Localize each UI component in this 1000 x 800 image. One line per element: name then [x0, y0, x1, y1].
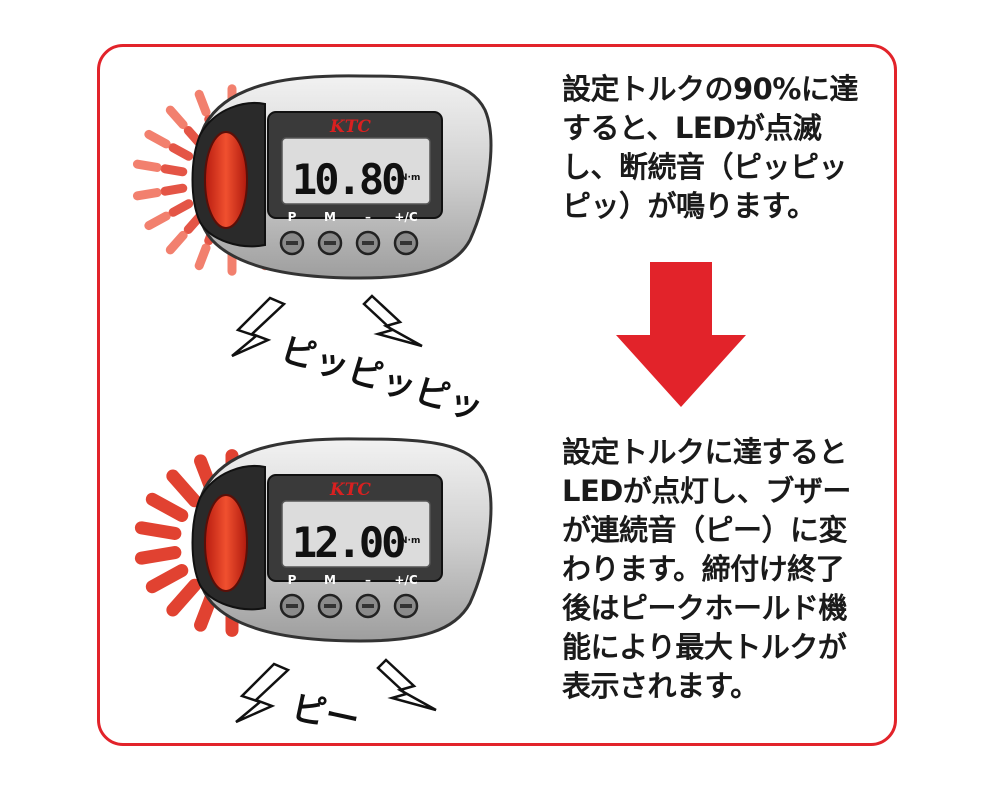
- led-ray: [194, 243, 211, 271]
- description-line: わります。締付け終了: [562, 552, 845, 586]
- led-ray: [194, 89, 211, 117]
- led-ray: [168, 143, 194, 161]
- button-label: +/C: [394, 573, 417, 587]
- led-ray: [166, 469, 202, 508]
- button-mark: [362, 604, 374, 608]
- button-mark: [400, 604, 412, 608]
- description-line: 後はピークホールド機: [562, 591, 848, 625]
- description-top: 設定トルクの90%に達 すると、LEDが点滅 し、断続音（ピッピッ ピッ）が鳴り…: [562, 70, 858, 226]
- led-ray: [145, 492, 189, 522]
- button-row: P M – +/C: [279, 210, 419, 256]
- led-ray: [134, 546, 182, 565]
- lcd-reading: 12.00: [292, 518, 404, 567]
- description-line: 設定トルクの90%に達: [562, 72, 858, 106]
- description-line: LEDが点灯し、ブザー: [562, 474, 851, 508]
- button-mark: [324, 241, 336, 245]
- lightning-icon: [362, 294, 423, 348]
- led-ray: [132, 159, 162, 172]
- lightning-icon: [231, 296, 287, 358]
- button-label: P: [288, 210, 297, 224]
- description-line: すると、LEDが点滅: [562, 111, 822, 145]
- button-label: P: [288, 573, 297, 587]
- lcd-unit: N·m: [400, 173, 420, 183]
- description-bottom: 設定トルクに達すると LEDが点灯し、ブザー が連続音（ピー）に変 わります。締…: [562, 433, 851, 706]
- button-label: M: [324, 210, 336, 224]
- button-mark: [400, 241, 412, 245]
- description-line: が連続音（ピー）に変: [562, 513, 848, 547]
- brand-logo: KTC: [329, 117, 371, 137]
- lcd-screen: [281, 500, 431, 568]
- down-arrow-icon: [616, 262, 746, 407]
- led-ray: [165, 105, 188, 130]
- lcd-unit: N·m: [400, 536, 420, 546]
- diagram-frame: [97, 44, 897, 746]
- led-ray: [165, 230, 188, 255]
- led-ray: [145, 564, 189, 594]
- button-row: P M – +/C: [279, 573, 419, 619]
- led-ray: [134, 521, 182, 540]
- device-top: KTC 10.80 N·m P M – +/C: [132, 74, 493, 280]
- led-lamp: [204, 494, 248, 592]
- button-mark: [286, 604, 298, 608]
- description-line: 能により最大トルクが: [562, 630, 847, 664]
- led-ray: [160, 183, 188, 196]
- lcd-screen: [281, 137, 431, 205]
- button-label: –: [365, 210, 371, 224]
- description-line: 設定トルクに達すると: [562, 435, 848, 469]
- lcd-reading: 10.80: [292, 155, 404, 204]
- button-label: –: [365, 573, 371, 587]
- led-ray: [144, 211, 171, 231]
- button-mark: [324, 604, 336, 608]
- led-ray: [168, 199, 194, 217]
- button-label: M: [324, 573, 336, 587]
- description-line: ピッ）が鳴ります。: [562, 189, 816, 223]
- description-line: 表示されます。: [562, 669, 759, 703]
- button-mark: [286, 241, 298, 245]
- led-ray: [160, 164, 188, 177]
- lightning-icon: [235, 662, 291, 724]
- led-lamp: [204, 131, 248, 229]
- lightning-icon: [376, 658, 437, 712]
- led-ray: [166, 578, 202, 617]
- led-ray: [132, 188, 162, 201]
- button-label: +/C: [394, 210, 417, 224]
- device-bottom: KTC 12.00 N·m P M – +/C: [134, 437, 493, 643]
- button-mark: [362, 241, 374, 245]
- brand-logo: KTC: [329, 480, 371, 500]
- description-line: し、断続音（ピッピッ: [562, 150, 848, 184]
- led-ray: [144, 129, 171, 149]
